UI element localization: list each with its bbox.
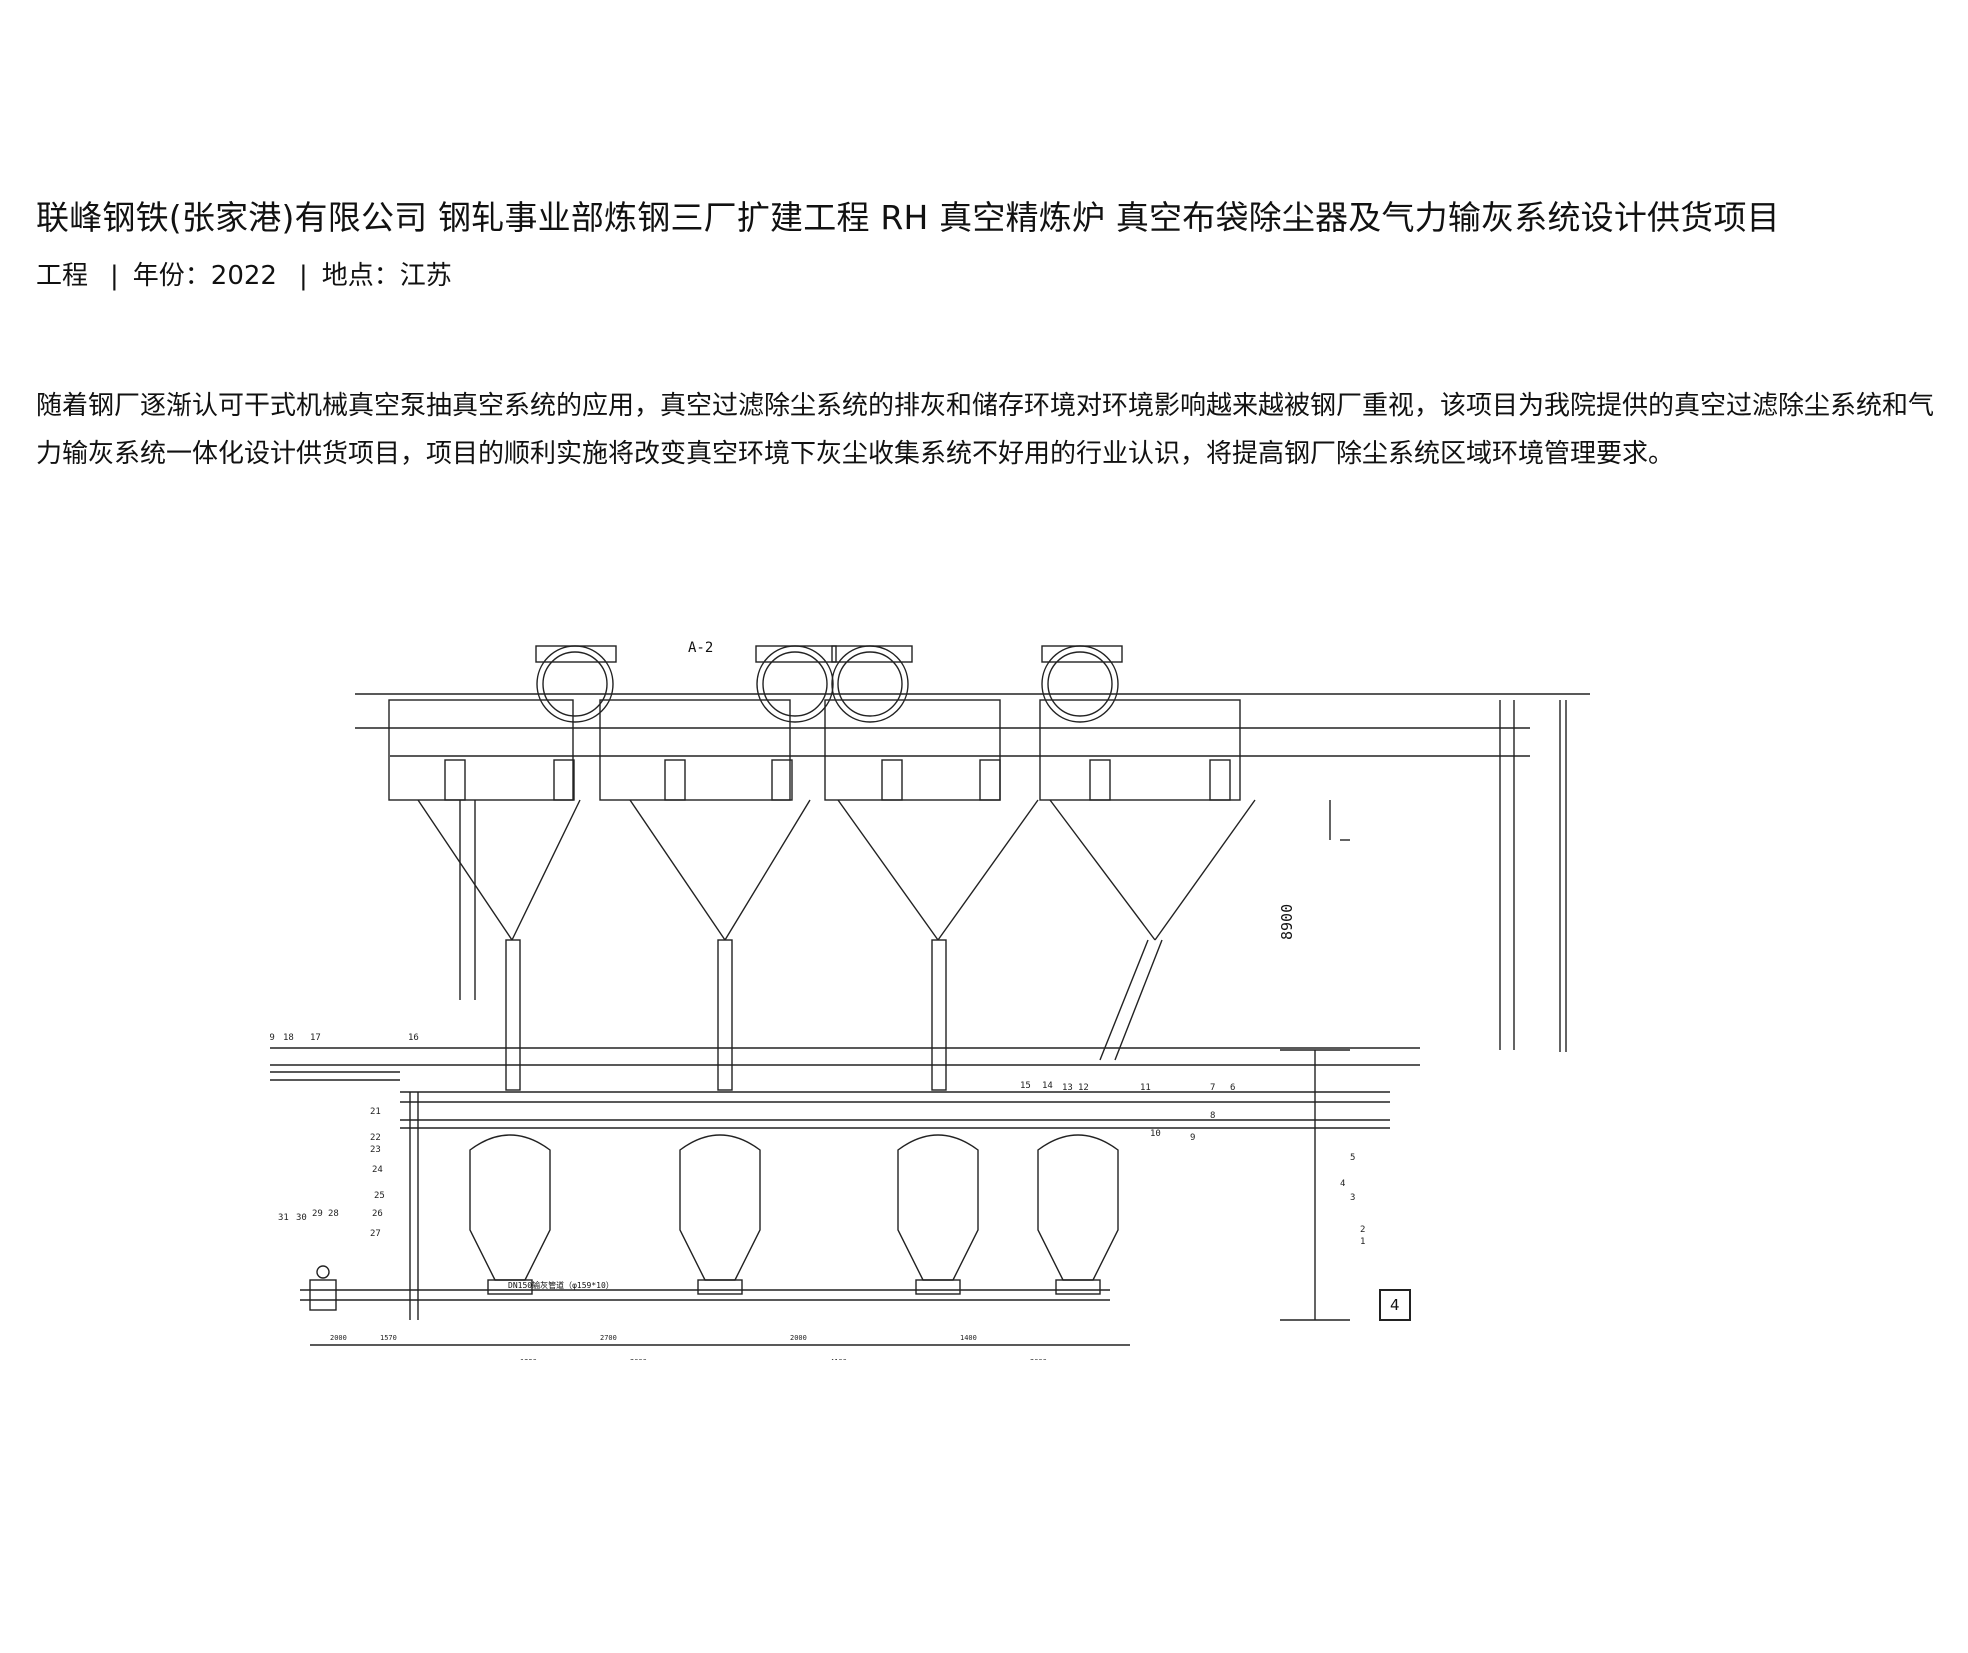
part-number-callout: 21 (370, 1107, 381, 1117)
part-number-callout: 9 (1190, 1133, 1195, 1143)
part-number-callout: 11 (1140, 1083, 1151, 1093)
hopper-3 (824, 645, 1039, 1091)
part-number-callout: 23 (370, 1145, 381, 1155)
part-number-callout: 17 (310, 1033, 321, 1043)
part-number-callout: 12 (1078, 1083, 1089, 1093)
part-number-callout: 31 (278, 1213, 289, 1223)
height-dimension: 8900 (1278, 903, 1296, 940)
part-number-callout: 3 (1350, 1193, 1355, 1203)
part-number-callout: 2 (1360, 1225, 1365, 1235)
part-number-callout: 18 (283, 1033, 294, 1043)
dimension-label: 1570 (380, 1334, 397, 1342)
project-location: 地点：江苏 (321, 261, 452, 291)
dimension-label: 2700 (600, 1334, 617, 1342)
meta-separator: | (110, 261, 119, 291)
engineering-drawing: 1234567891011121314151617181921222324252… (210, 640, 1830, 1369)
section-label: A-2 (688, 640, 714, 656)
part-number-callout: 30 (296, 1213, 307, 1223)
part-number-callout: 27 (370, 1229, 381, 1239)
dimension-label: 2000 (630, 1358, 647, 1360)
project-category: 工程 (36, 261, 89, 291)
project-title: 联峰钢铁(张家港)有限公司 钢轧事业部炼钢三厂扩建工程 RH 真空精炼炉 真空布… (36, 198, 1780, 237)
part-number-callout: 8 (1210, 1111, 1215, 1121)
part-number-callout: 26 (372, 1209, 383, 1219)
drawing-svg: 1234567891011121314151617181921222324252… (210, 645, 1590, 1369)
dimension-label: 1230 (520, 1358, 537, 1360)
part-number-callout: 10 (1150, 1129, 1161, 1139)
dimension-label: 2000 (1030, 1358, 1047, 1360)
part-number-callout: 28 (328, 1209, 339, 1219)
project-year: 年份：2022 (132, 261, 277, 291)
hopper-4 (1039, 645, 1256, 1061)
meta-separator: | (298, 261, 308, 291)
dimension-label: 1400 (960, 1334, 977, 1342)
project-meta: 工程 | 年份：2022 | 地点：江苏 (36, 258, 452, 294)
dimension-label: 2000 (330, 1334, 347, 1342)
page-number: 4 (1390, 1296, 1400, 1314)
part-number-callout: 22 (370, 1133, 381, 1143)
hopper-2 (599, 645, 837, 1091)
project-description: 随着钢厂逐渐认可干式机械真空泵抽真空系统的应用，真空过滤除尘系统的排灰和储存环境… (36, 391, 1935, 469)
part-number-callout: 5 (1350, 1153, 1355, 1163)
part-number-callout: 19 (270, 1033, 275, 1043)
vessel-2 (679, 1134, 761, 1295)
part-number-callout: 24 (372, 1165, 383, 1175)
part-number-callout: 25 (374, 1191, 385, 1201)
part-number-callout: 16 (408, 1033, 419, 1043)
dimension-label: 2000 (790, 1334, 807, 1342)
part-number-callout: 7 (1210, 1083, 1215, 1093)
part-number-callout: 15 (1020, 1081, 1031, 1091)
part-number-callout: 29 (312, 1209, 323, 1219)
pipe-label: DN150输灰管道（φ159*10） (508, 1281, 614, 1290)
part-number-callout: 13 (1062, 1083, 1073, 1093)
part-number-callout: 4 (1340, 1179, 1345, 1189)
hopper-1 (388, 645, 617, 1091)
part-number-callout: 1 (1360, 1237, 1365, 1247)
vessel-4 (1037, 1134, 1119, 1295)
dimension-label: 4100 (830, 1358, 847, 1360)
part-number-callout: 6 (1230, 1083, 1235, 1093)
part-number-callout: 14 (1042, 1081, 1053, 1091)
vessel-1 (469, 1134, 551, 1295)
vessel-3 (897, 1134, 979, 1295)
